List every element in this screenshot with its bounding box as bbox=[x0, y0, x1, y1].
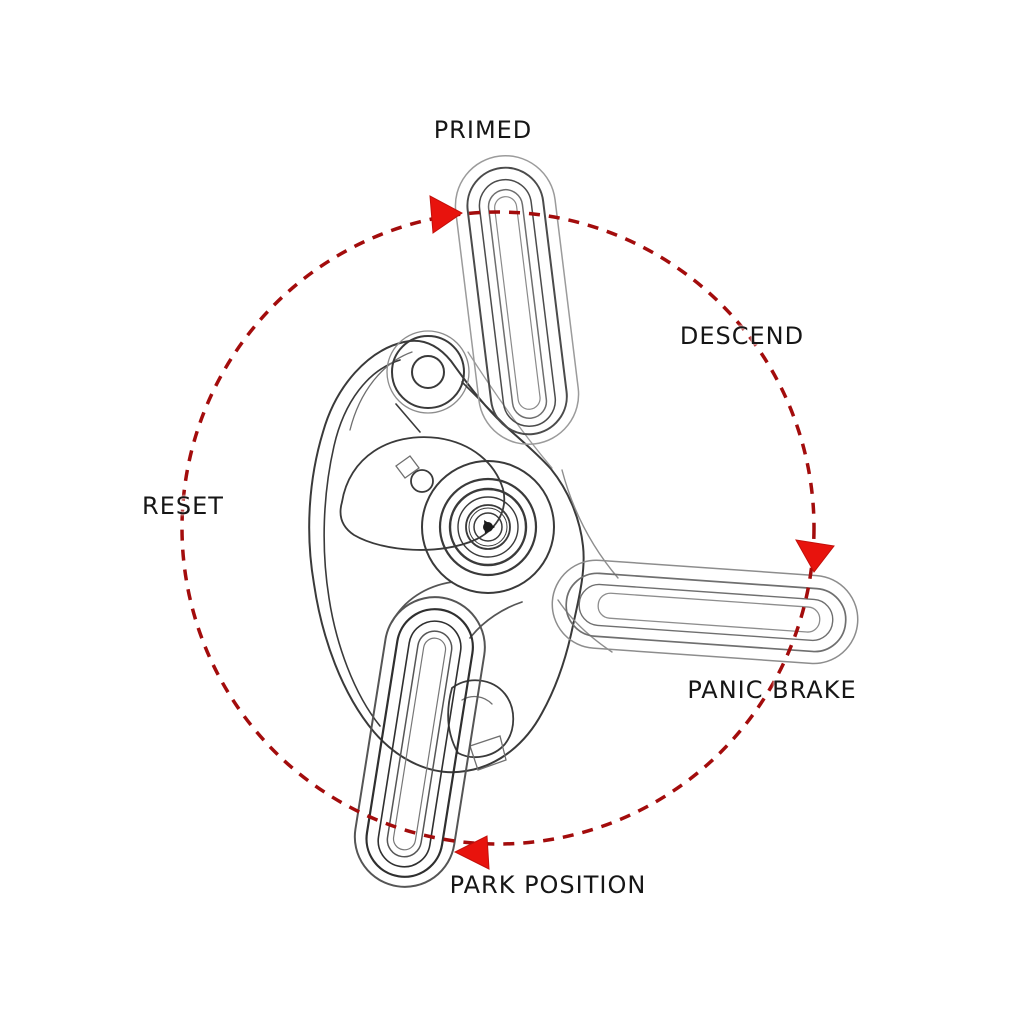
rotation-arrow-right-icon bbox=[795, 539, 835, 573]
right-handle-taper-lines bbox=[557, 469, 619, 653]
label-reset: RESET bbox=[142, 492, 224, 520]
attachment-hole-struts bbox=[395, 381, 513, 433]
body-inner-edge-2 bbox=[349, 351, 413, 431]
ghost-fold-line bbox=[467, 351, 553, 469]
label-panic-brake: PANIC BRAKE bbox=[687, 676, 857, 704]
pivot-axle-wedge bbox=[484, 520, 495, 534]
pivot-boss bbox=[421, 460, 555, 594]
cam-bolt bbox=[410, 469, 434, 493]
rotation-arrow-bottom-icon bbox=[453, 835, 490, 870]
handle-park-position bbox=[353, 596, 486, 888]
cam-notch bbox=[395, 455, 420, 479]
body-outer-plate bbox=[308, 339, 585, 774]
cam-plate bbox=[339, 436, 506, 551]
handle-primed-position bbox=[454, 154, 580, 446]
bottom-latch-tab bbox=[447, 679, 515, 758]
attachment-hole-rim bbox=[386, 330, 470, 414]
handle-panic-brake-position bbox=[551, 559, 859, 665]
attachment-hole-inner bbox=[411, 355, 445, 389]
rotation-arrow-top-icon bbox=[429, 195, 463, 234]
rotation-path-dashed-circle bbox=[180, 210, 816, 846]
attachment-hole-outer bbox=[391, 335, 465, 409]
label-descend: DESCEND bbox=[679, 322, 805, 350]
label-park-position: PARK POSITION bbox=[449, 871, 647, 899]
label-primed: PRIMED bbox=[433, 116, 533, 144]
body-inner-edge bbox=[323, 359, 401, 727]
